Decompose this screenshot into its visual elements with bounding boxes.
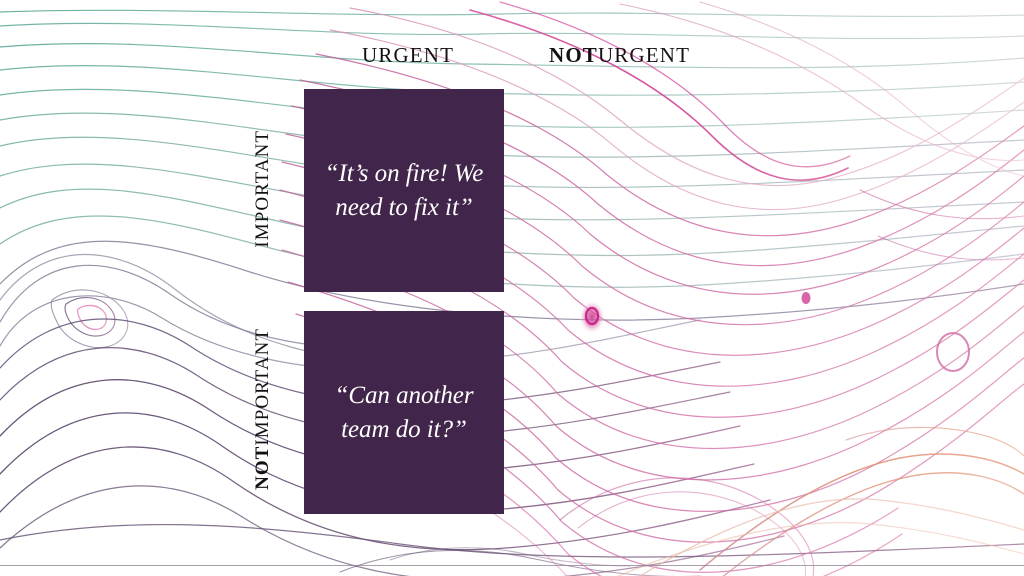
quote-line-2: need to fix it” <box>335 193 473 221</box>
quote-text-urgent-important: “It’s on fire! We need to fix it” <box>325 157 484 225</box>
magenta-speck <box>801 292 811 304</box>
bottom-divider-rule <box>0 565 1024 566</box>
quote-card-urgent-not-important: “Can another team do it?” <box>304 311 504 514</box>
column-header-urgent-text: URGENT <box>362 43 455 67</box>
quote-text-urgent-not-important: “Can another team do it?” <box>335 379 474 447</box>
quote-line-2: team do it?” <box>341 415 467 443</box>
quote-line-1: “It’s on fire! We <box>324 159 484 187</box>
column-header-not-urgent: NOTURGENT <box>549 43 690 68</box>
column-header-not-urgent-text: URGENT <box>597 43 691 67</box>
contour-feature-group <box>579 292 970 372</box>
pink-ring <box>936 332 970 372</box>
quote-card-urgent-important: “It’s on fire! We need to fix it” <box>304 89 504 292</box>
row-header-important: IMPORTANT <box>252 130 274 248</box>
row-header-not-important-prefix: NOT <box>252 445 273 490</box>
row-header-not-important: NOTIMPORTANT <box>252 328 274 490</box>
column-header-not-urgent-prefix: NOT <box>549 43 598 67</box>
magenta-blob <box>579 300 605 334</box>
row-header-important-text: IMPORTANT <box>252 130 273 248</box>
column-header-urgent: URGENT <box>362 43 454 68</box>
row-header-not-important-text: IMPORTANT <box>252 328 273 446</box>
quote-line-1: “Can another <box>334 381 474 409</box>
